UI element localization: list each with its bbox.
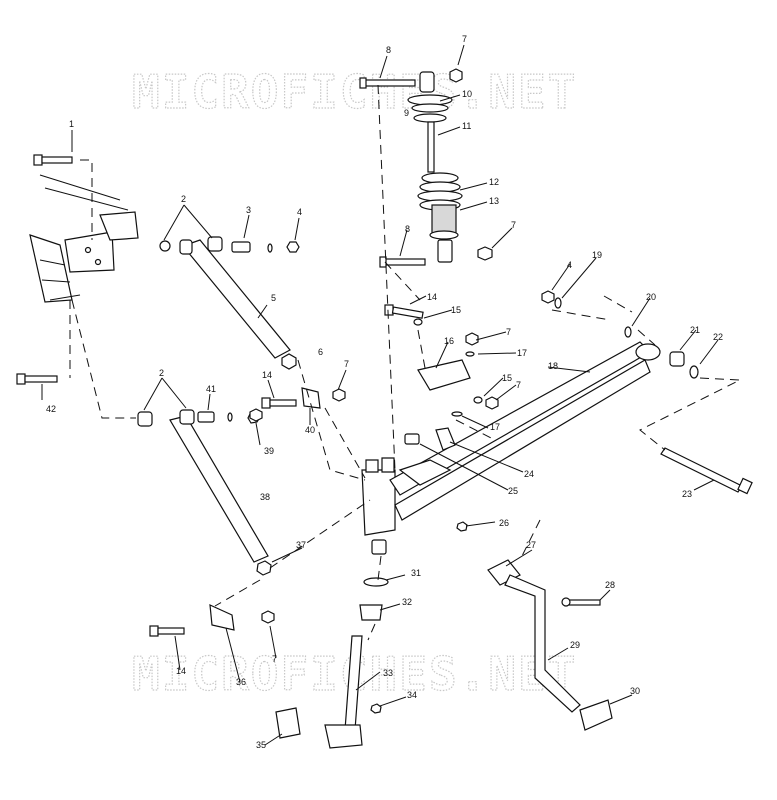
callout-25: 25 [508,486,518,496]
callout-7-bottom: 7 [272,654,277,664]
callout-30: 30 [630,686,640,696]
callout-41: 41 [206,384,216,394]
callout-2-upper: 2 [181,194,186,204]
callout-18: 18 [548,361,558,371]
callout-19: 19 [592,250,602,260]
assembly-lines [69,84,742,641]
callout-26: 26 [499,518,509,528]
callout-29: 29 [570,640,580,650]
callout-4-right: 4 [567,260,572,270]
center-hardware [384,304,499,532]
callout-14-left: 14 [262,370,272,380]
callout-21: 21 [690,325,700,335]
callout-11: 11 [462,121,471,131]
callout-24: 24 [524,469,534,479]
callout-38: 38 [260,492,270,502]
callout-13: 13 [489,196,499,206]
brake-pedal [487,559,613,731]
bolt-42 [16,373,58,385]
callout-39: 39 [264,446,274,456]
leader-lines [41,44,719,746]
callout-40: 40 [305,425,315,435]
frame-bracket [29,174,139,303]
callout-42: 42 [46,404,56,414]
callout-10: 10 [462,89,472,99]
callout-20: 20 [646,292,656,302]
right-hardware [541,290,753,495]
callout-15-upper: 15 [451,305,461,315]
callout-7-lower: 7 [516,380,521,390]
callout-31: 31 [411,568,421,578]
bolt-1 [33,154,73,166]
callout-5: 5 [271,293,276,303]
callout-14-lower: 14 [176,666,186,676]
callout-27: 27 [526,540,536,550]
callout-15-lower: 15 [502,373,512,383]
callout-7-left: 7 [344,359,349,369]
callout-16: 16 [444,336,454,346]
callout-28: 28 [605,580,615,590]
callout-14-center: 14 [427,292,437,302]
callout-2-lower: 2 [159,368,164,378]
callout-12: 12 [489,177,499,187]
callout-23: 23 [682,489,692,499]
callout-33: 33 [383,668,393,678]
callouts: 1 2 3 4 5 6 7 8 9 10 11 12 13 8 7 4 19 2… [46,34,723,750]
callout-17-upper: 17 [517,348,527,358]
watermark-top: MICROFICHES.NET [132,65,577,119]
trailing-arm [389,341,661,521]
spindle-assembly [361,457,396,555]
lower-left-hardware [149,387,346,637]
callout-34: 34 [407,690,417,700]
callout-3: 3 [246,205,251,215]
callout-7-shock-top: 7 [462,34,467,44]
callout-32: 32 [402,597,412,607]
callout-4-upper: 4 [297,207,302,217]
callout-8-shock-bottom: 8 [405,224,410,234]
callout-37: 37 [296,540,306,550]
callout-17-lower: 17 [490,422,500,432]
callout-22: 22 [713,332,723,342]
callout-6: 6 [318,347,323,357]
callout-1: 1 [69,119,74,129]
callout-8-shock-top: 8 [386,45,391,55]
callout-35: 35 [256,740,266,750]
callout-7-shock-bottom: 7 [511,220,516,230]
lower-a-arm [137,409,272,576]
shock-absorber [359,68,493,268]
callout-9: 9 [404,108,409,118]
upper-a-arm [159,236,300,370]
callout-36: 36 [236,677,246,687]
callout-7-center: 7 [506,327,511,337]
steering-post [275,577,389,749]
